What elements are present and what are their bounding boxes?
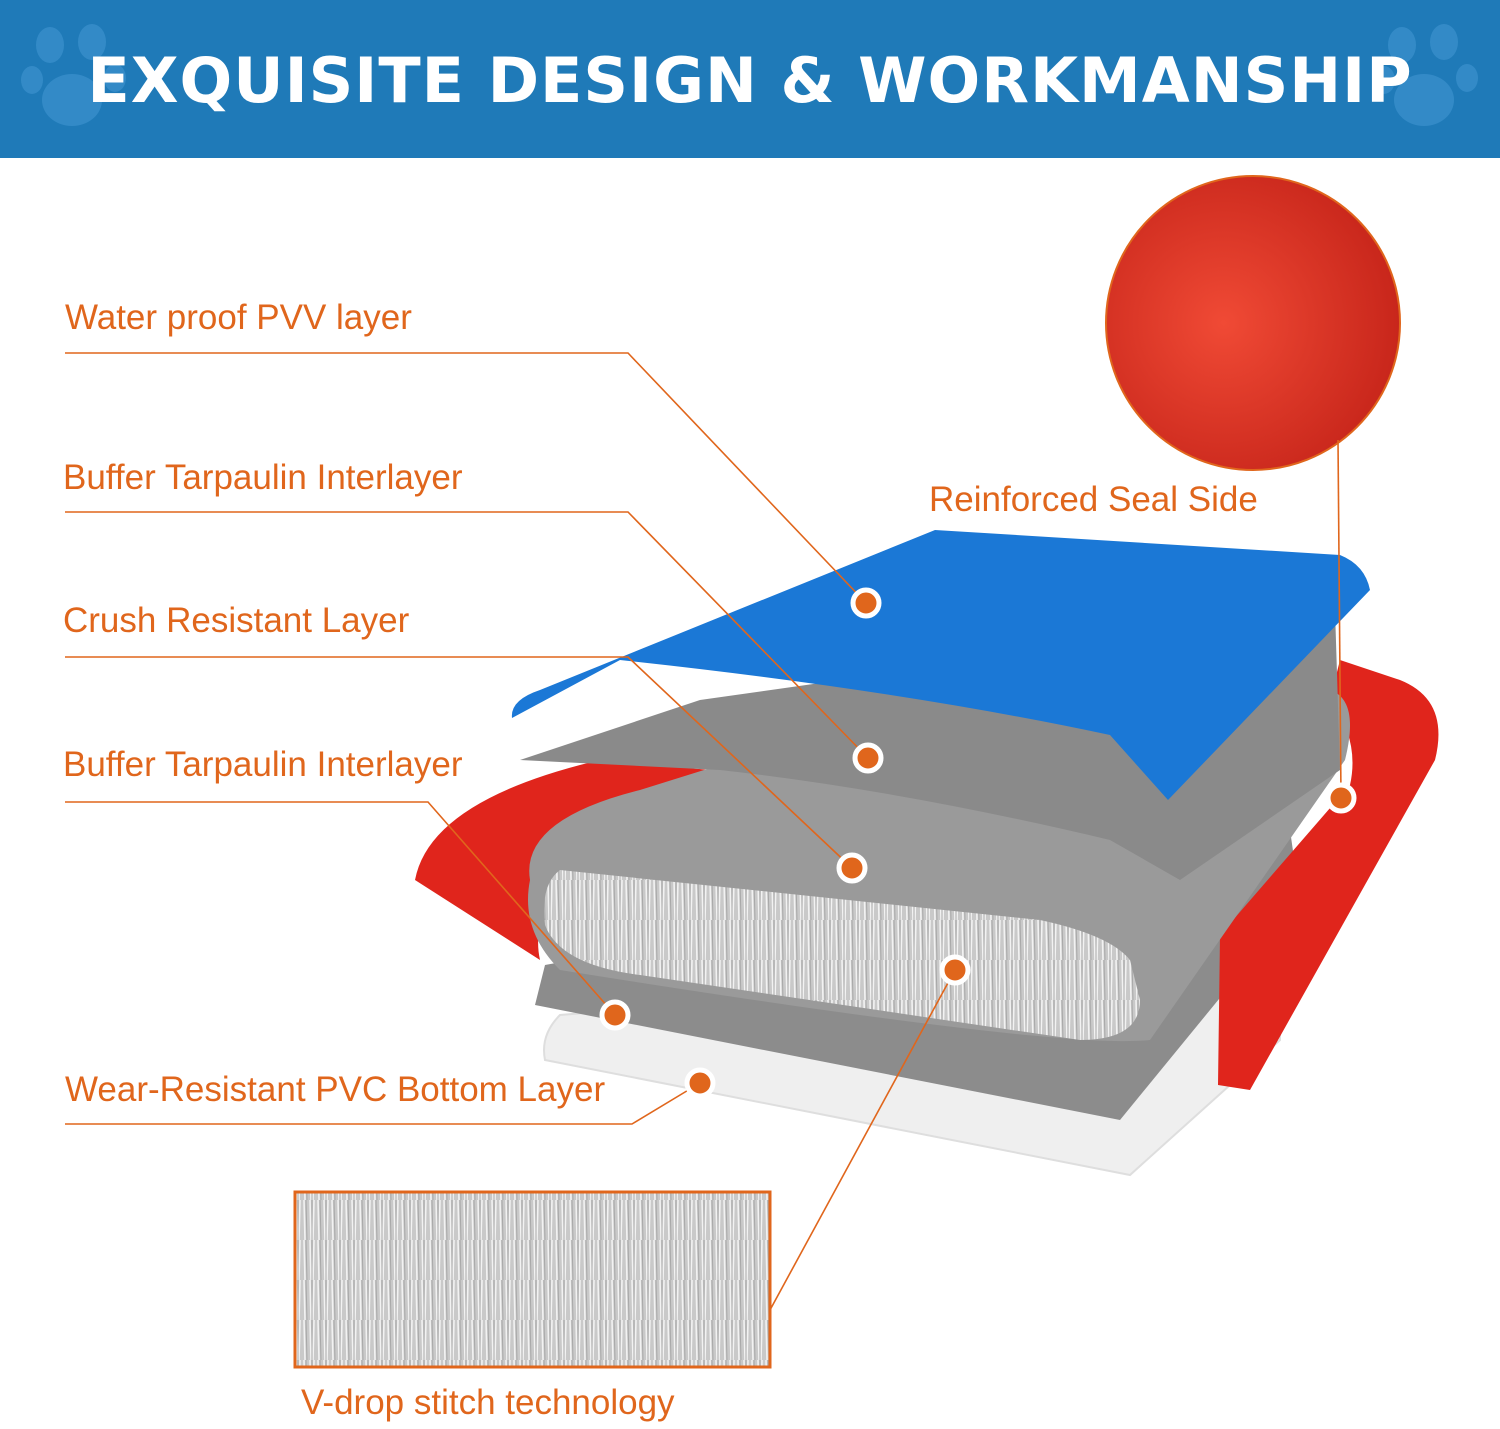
marker-dot-buffer-bottom [599,999,631,1031]
waterproof-top-layer [511,530,1370,800]
leader-line-stitch [769,969,956,1311]
red-seal-strip-right [1218,660,1439,1090]
marker-dot-wear [684,1067,716,1099]
leader-line-waterproof [65,352,867,604]
leader-line-wear [65,1082,701,1125]
marker-dot-waterproof [850,587,882,619]
label-v-drop-stitch: V-drop stitch technology [301,1383,675,1422]
label-wear-resistant: Wear-Resistant PVC Bottom Layer [65,1070,606,1109]
leader-line-buffer-top [65,511,869,759]
label-reinforced-seal: Reinforced Seal Side [929,480,1258,519]
label-crush-resistant: Crush Resistant Layer [63,601,410,640]
label-buffer-top: Buffer Tarpaulin Interlayer [63,458,463,497]
seal-zoom-circle [1105,175,1401,471]
page-title: EXQUISITE DESIGN & WORKMANSHIP [87,44,1413,117]
paw-print-icon-right [1373,24,1478,126]
leader-line-crush [65,656,853,869]
label-waterproof-layer: Water proof PVV layer [65,298,412,337]
marker-dot-buffer-top [852,742,884,774]
marker-dot-foam [939,954,971,986]
paw-print-icon-left [21,24,126,126]
foam-core [544,870,1140,1040]
header-banner: EXQUISITE DESIGN & WORKMANSHIP [0,0,1500,158]
leader-line-buffer-bottom [65,801,616,1016]
label-buffer-bottom: Buffer Tarpaulin Interlayer [63,745,463,784]
marker-dot-crush [836,852,868,884]
leader-line-seal [1337,439,1342,799]
stitch-zoom-box [293,1190,772,1369]
marker-dot-seal [1325,782,1357,814]
